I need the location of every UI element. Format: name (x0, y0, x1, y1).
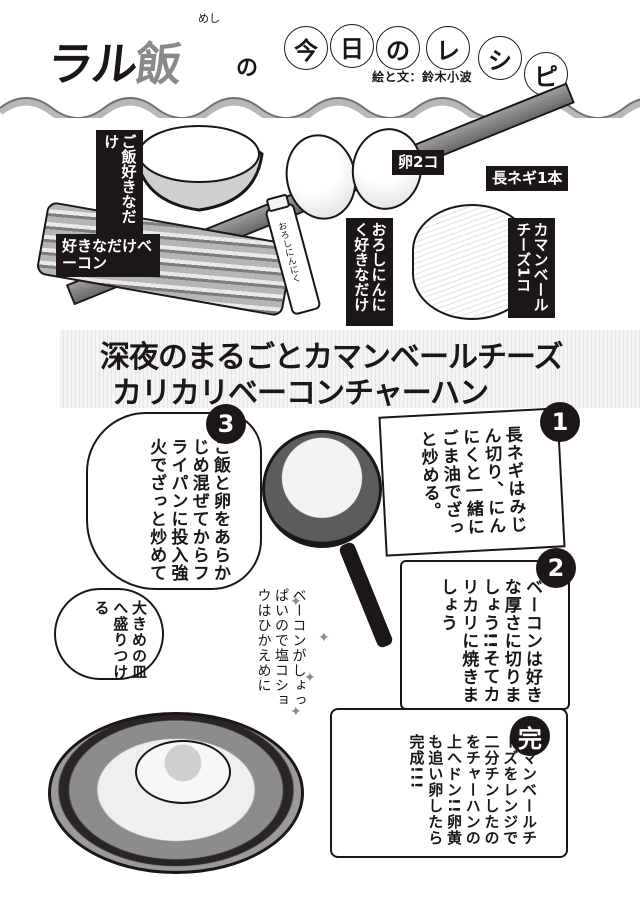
dish-title-line1: 深夜のまるごとカマンベールチーズ (100, 340, 563, 375)
seasoning-note-text: ベーコンがしょっぱいので塩コショウはひかえめに (255, 588, 307, 708)
series-title-char: レ (426, 26, 470, 70)
step-1-bubble: 長ネギはみじん切り、にんにくと一緒にごま油でざっと炒める。 (378, 407, 566, 557)
series-title-char: 今 (284, 26, 328, 70)
dish-title: 深夜のまるごとカマンベールチーズ カリカリベーコンチャーハン (60, 330, 640, 411)
brand-ruby: めし (198, 12, 220, 25)
sparkle-icon: ✦ (318, 630, 330, 646)
step-3-number: 3 (206, 404, 246, 444)
ingredient-tag-eggs: 卵2コ (392, 150, 445, 176)
step-2-number: 2 (536, 548, 576, 588)
header: めし ラル飯 の 今 日 の レ シ ピ 絵と文：鈴木小波 (0, 0, 640, 118)
step-1-number: 1 (540, 402, 580, 442)
step-3-text: ご飯と卵をあらかじめ混ぜてからフライパンに投入強火でざっと炒めて (146, 438, 230, 582)
author-credit: 絵と文：鈴木小波 (372, 70, 473, 84)
frying-pan-illustration (262, 430, 382, 548)
sparkle-icon: ✦ (304, 670, 316, 686)
seasoning-note: ベーコンがしょっぱいので塩コショウはひかえめに (254, 588, 307, 728)
sparkle-icon: ✦ (290, 704, 302, 720)
tube-cap (265, 193, 291, 213)
final-step-bubble: カマンベールチーズをレンジで二分チンしたのをチャーハンの上へドン!!卵黄も追い卵… (330, 708, 568, 858)
brand-part2: 飯 (132, 37, 183, 91)
rice-bowl-illustration (134, 125, 264, 212)
sparkle-icon: ✦ (290, 594, 302, 610)
ingredient-tag-bacon: 好きなだけベーコン (56, 234, 160, 277)
ingredient-tag-rice: ご飯好きなだけ (96, 130, 143, 234)
final-step-badge: 完 (510, 716, 550, 756)
ingredient-tag-camembert: カマンベールチーズ1コ (508, 218, 555, 318)
plate-tip-bubble: 大きめの皿へ盛りつける (54, 588, 164, 680)
series-title-char: 日 (330, 24, 374, 68)
plate-tip-text: 大きめの皿へ盛りつける (92, 600, 149, 680)
step-3-bubble: ご飯と卵をあらかじめ混ぜてからフライパンに投入強火でざっと炒めて (86, 412, 262, 590)
series-title-char: の (376, 26, 420, 70)
series-title-char: シ (478, 36, 522, 80)
brand-particle: の (236, 56, 259, 81)
brand-logo: ラル飯 (45, 28, 184, 94)
brand-part1: ラル (44, 37, 139, 91)
series-title: 今 日 の レ シ ピ (284, 22, 624, 102)
dish-title-line2: カリカリベーコンチャーハン (112, 376, 489, 411)
step-1-text: 長ネギはみじん切り、にんにくと一緒にごま油でざっと炒める。 (416, 425, 527, 538)
step-2-bubble: ベーコンは好きな厚さに切りましょう!!そてカリカリに焼きましょう (400, 560, 570, 710)
ingredients-illustration: おろしにんにく ご飯好きなだけ 好きなだけベーコン おろしにんにく好きなだけ 卵… (0, 82, 640, 338)
camembert-with-yolk-illustration (135, 740, 231, 804)
frying-pan-handle (337, 541, 395, 649)
ingredient-tag-leek: 長ネギ1本 (486, 166, 569, 192)
step-2-text: ベーコンは好きな厚さに切りましょう!!そてカリカリに焼きましょう (437, 578, 542, 704)
final-step-text: カマンベールチーズをレンジで二分チンしたのをチャーハンの上へドン!!卵黄も追い卵… (407, 734, 539, 846)
ingredient-tag-garlic: おろしにんにく好きなだけ (346, 218, 393, 326)
